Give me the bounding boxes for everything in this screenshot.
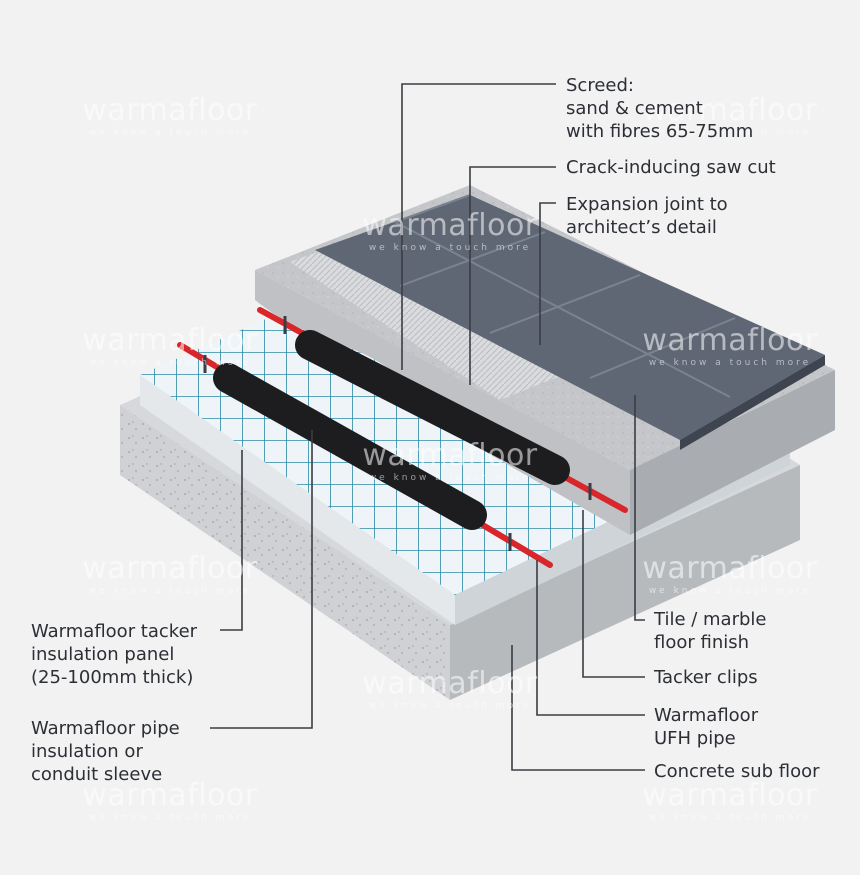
label-saw-cut: Crack-inducing saw cut [566,156,776,179]
label-concrete-sub-floor: Concrete sub floor [654,760,820,783]
label-tacker-clips: Tacker clips [654,666,758,689]
label-tile-finish: Tile / marble floor finish [654,608,767,654]
label-pipe-insulation: Warmafloor pipe insulation or conduit sl… [31,717,180,786]
label-ufh-pipe: Warmafloor UFH pipe [654,704,758,750]
label-expansion-joint: Expansion joint to architect’s detail [566,193,728,239]
label-screed: Screed: sand & cement with fibres 65-75m… [566,74,753,143]
label-tacker-panel: Warmafloor tacker insulation panel (25-1… [31,620,197,689]
